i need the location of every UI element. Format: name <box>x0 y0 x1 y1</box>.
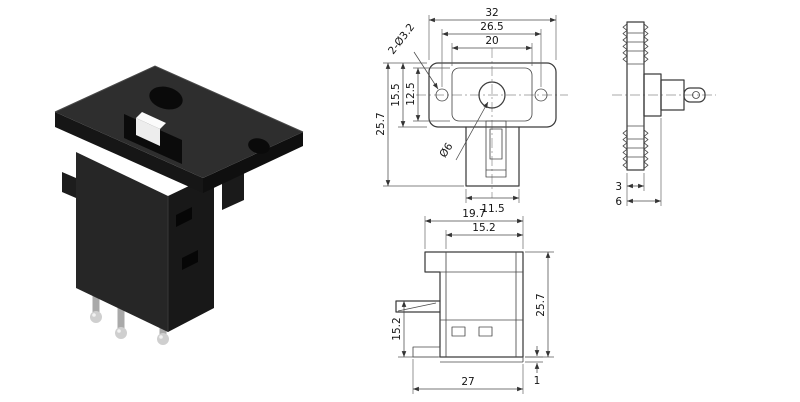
label-front-center-hole: Ø6 <box>437 141 455 160</box>
bottom-terminal-slot-1 <box>451 326 466 337</box>
front-flange-outline <box>428 62 557 128</box>
pin-highlight <box>159 335 163 339</box>
front-mount-hole-right <box>534 88 548 102</box>
body-vent-hole-2 <box>182 250 198 270</box>
front-view: 32 26.5 20 25.7 15.5 12.5 2-Ø3.2 Ø6 11 <box>375 7 568 215</box>
dim-front-body-width: 11.5 <box>481 203 504 215</box>
side-terminal-hole <box>692 91 700 99</box>
side-view: 3 6 <box>612 21 716 208</box>
front-mount-hole-left <box>435 88 449 102</box>
side-knurl-bottom-right <box>643 129 649 169</box>
bottom-side-pin <box>395 300 441 313</box>
front-pin-slot <box>485 120 507 178</box>
slider-front <box>136 118 160 146</box>
dim-bottom-pin-height: 15.2 <box>391 317 403 340</box>
pin-highlight <box>117 329 121 333</box>
solder-pin-2-tip <box>115 327 127 339</box>
dim-bottom-base-thickness: 1 <box>534 375 541 387</box>
part-3d-render <box>54 65 304 345</box>
bottom-foot <box>412 346 441 358</box>
mount-hole-near <box>149 86 183 110</box>
flange-top-face <box>55 66 303 178</box>
dim-front-boss-width: 20 <box>485 35 498 47</box>
dim-front-total-height: 25.7 <box>375 112 387 135</box>
dim-bottom-total-height: 25.7 <box>535 293 547 316</box>
flange-edge-front <box>55 112 203 193</box>
body-front-face <box>76 152 168 332</box>
body-vent-hole-1 <box>176 207 192 227</box>
body-side-face <box>168 174 214 332</box>
side-terminal-pin <box>683 87 706 103</box>
bottom-view: 19.7 15.2 15.2 25.7 27 1 <box>391 208 554 394</box>
dim-front-boss-height: 12.5 <box>405 82 417 105</box>
front-body-outline <box>465 126 520 187</box>
solder-pin-3-tip <box>157 333 169 345</box>
solder-pin-1-tip <box>90 311 102 323</box>
side-knurl-bottom-left <box>622 129 628 169</box>
flange-edge-right <box>203 132 303 193</box>
flange-highlight-edge <box>54 65 304 133</box>
left-tab <box>62 172 76 198</box>
dim-bottom-total-width: 27 <box>461 376 474 388</box>
dim-bottom-body-width: 15.2 <box>472 222 495 234</box>
side-knurl-top-right <box>643 23 649 63</box>
side-knurl-top-left <box>622 23 628 63</box>
dim-front-flange-height: 15.5 <box>390 83 402 106</box>
pin-highlight <box>92 313 96 317</box>
dim-front-outer-width: 32 <box>485 7 498 19</box>
mount-hole-far <box>248 138 270 154</box>
dim-side-flange-thickness: 3 <box>615 181 622 193</box>
dim-front-hole-pitch: 26.5 <box>480 21 503 33</box>
dim-side-hub-depth: 6 <box>615 196 622 208</box>
bottom-terminal-slot-2 <box>478 326 493 337</box>
front-leader-mount-holes <box>413 51 439 90</box>
front-center-hole <box>478 81 506 109</box>
front-pin-slot-inner <box>489 128 503 160</box>
bottom-body-outline <box>424 251 524 358</box>
front-leader-center-hole <box>455 101 489 161</box>
label-front-mount-holes: 2-Ø3.2 <box>386 21 417 56</box>
slider-top <box>136 112 166 129</box>
dim-bottom-top-width: 19.7 <box>462 208 485 220</box>
